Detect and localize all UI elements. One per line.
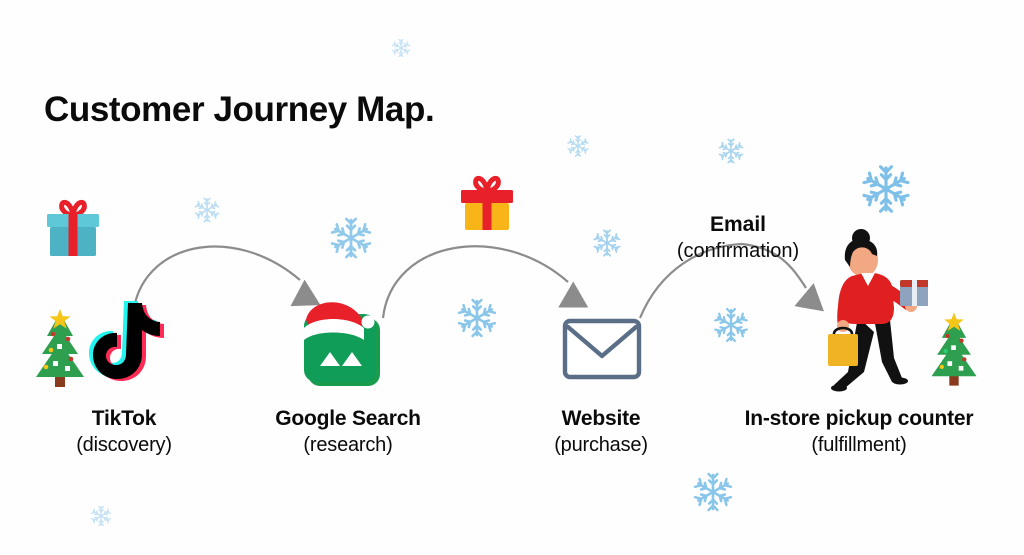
- stage-label-website-main: Website: [561, 407, 641, 430]
- snowflake-icon: [457, 298, 497, 338]
- snowflake-icon: [593, 229, 621, 257]
- gift-box-teal-icon: [40, 195, 106, 261]
- snowflake-icon: [330, 217, 372, 259]
- stage-label-tiktok: TikTok (discovery): [76, 405, 172, 459]
- arrowhead-website: [558, 281, 589, 308]
- floating-label-email-main: Email: [709, 213, 767, 236]
- stage-label-in-store-pickup-main: In-store pickup counter: [744, 407, 974, 430]
- snowflake-icon: [194, 197, 220, 223]
- floating-label-email: Email (confirmation): [677, 212, 799, 264]
- stage-label-google-search-main: Google Search: [275, 407, 421, 430]
- snowflake-icon: [714, 307, 748, 343]
- stage-label-tiktok-main: TikTok: [91, 407, 157, 430]
- envelope-icon: [562, 318, 642, 382]
- stage-label-website: Website (purchase): [554, 405, 648, 459]
- snowflake-icon: [90, 505, 112, 527]
- stage-label-google-search: Google Search (research): [275, 405, 421, 459]
- christmas-tree-right-icon: [924, 310, 984, 390]
- floating-label-email-sub: (confirmation): [676, 240, 800, 262]
- stage-label-in-store-pickup-sub: (fulfillment): [811, 434, 907, 456]
- snowflake-icon: [567, 135, 589, 157]
- arrow-path-google-to-website: [381, 245, 569, 319]
- stage-label-in-store-pickup: In-store pickup counter (fulfillment): [745, 405, 974, 459]
- shopper-person-icon: [812, 222, 928, 394]
- stage-label-website-sub: (purchase): [554, 434, 648, 456]
- christmas-tree-left-icon: [28, 307, 92, 391]
- snowflake-icon: [392, 38, 410, 58]
- snowflake-icon: [862, 165, 910, 213]
- snowflake-icon: [693, 472, 733, 512]
- stage-label-tiktok-sub: (discovery): [76, 434, 172, 456]
- google-santa-hat-icon: [298, 300, 398, 392]
- tiktok-logo-icon: [86, 297, 168, 385]
- page-title: Customer Journey Map.: [44, 90, 435, 129]
- stage-label-google-search-sub: (research): [303, 434, 393, 456]
- snowflake-icon: [718, 138, 744, 164]
- gift-box-yellow-icon: [455, 170, 519, 234]
